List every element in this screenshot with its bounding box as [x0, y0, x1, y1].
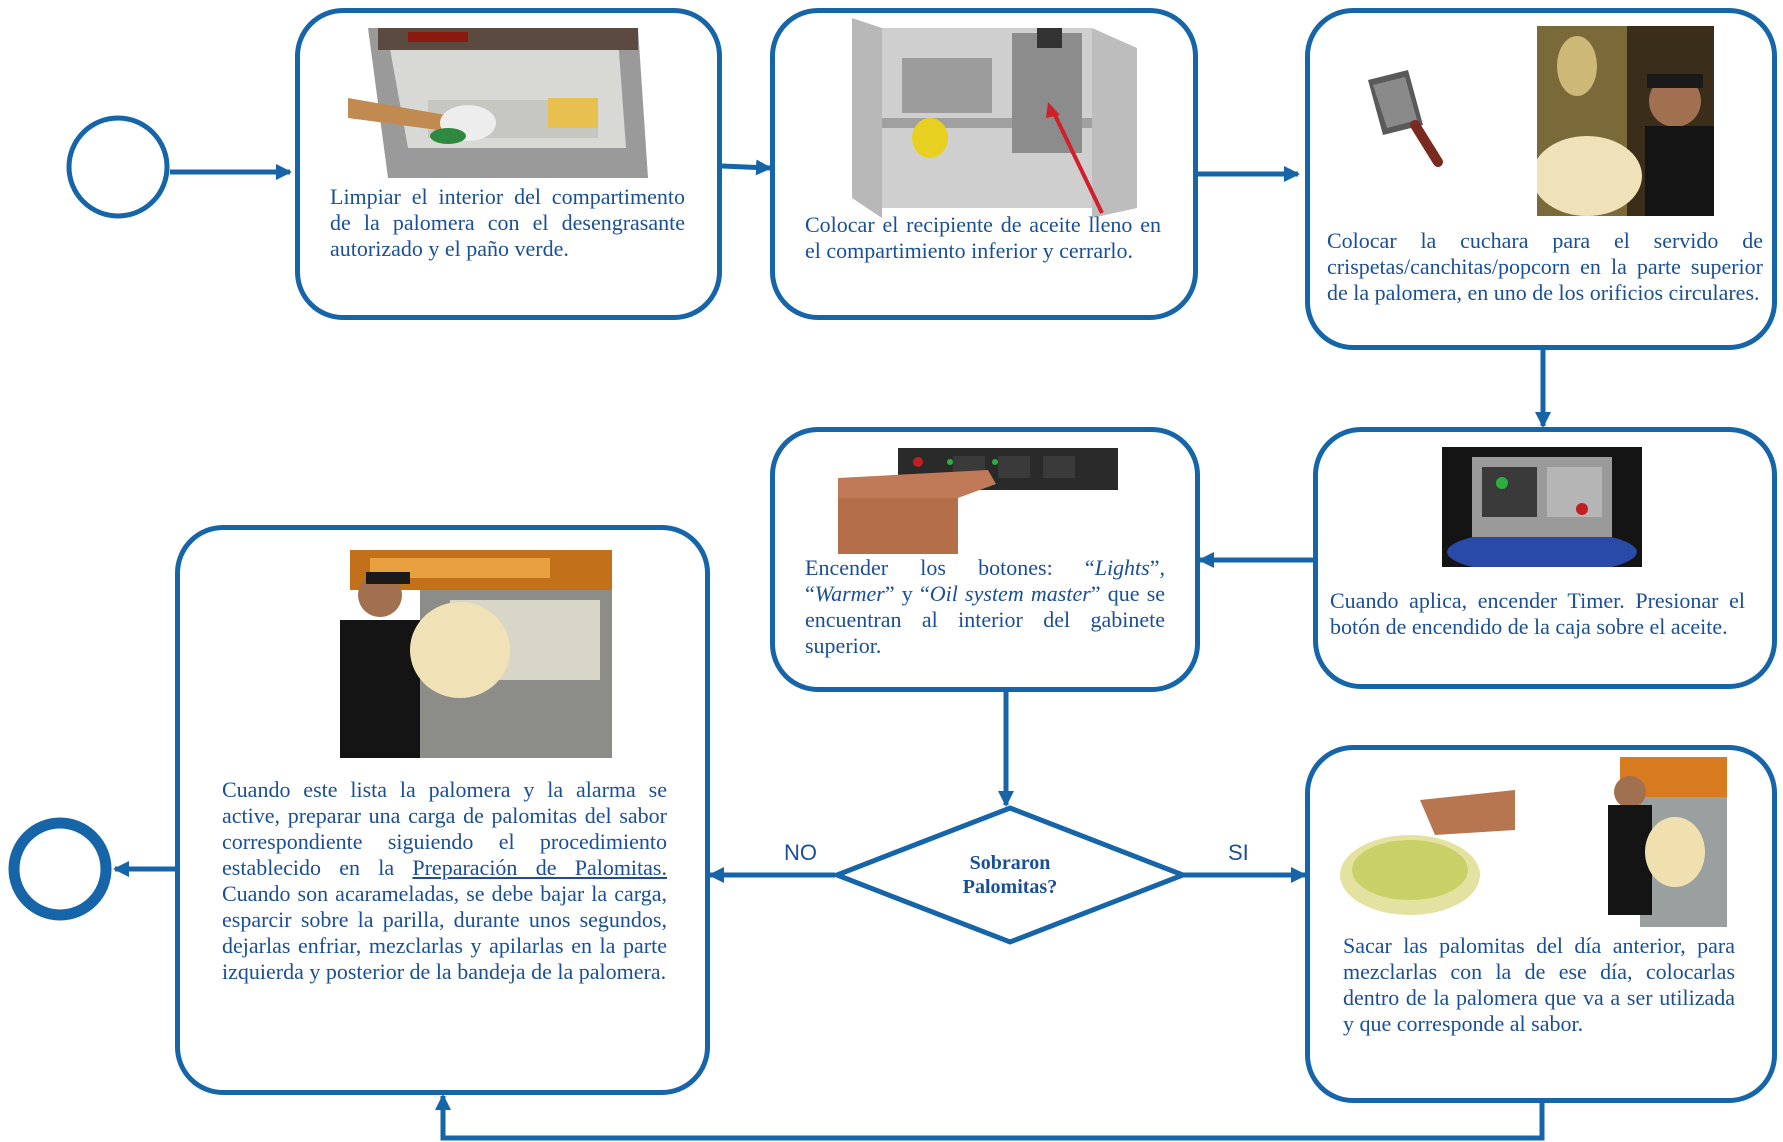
buttons-text-warmer: Warmer — [814, 581, 885, 606]
buttons-text-prefix: Encender los botones: “ — [805, 555, 1095, 580]
decision-no-label: NO — [784, 840, 817, 865]
end-event — [8, 817, 112, 921]
buttons-text-lights: Lights — [1094, 555, 1150, 580]
prepare-link[interactable]: Preparación de Palomitas. — [412, 855, 667, 880]
decision-diamond — [830, 805, 1190, 945]
buttons-text-oil-master: Oil system master — [929, 581, 1091, 606]
step-timer-text: Cuando aplica, encender Timer. Presionar… — [1330, 588, 1745, 639]
step-leftovers-text: Sacar las palomitas del día anterior, pa… — [1343, 933, 1735, 1036]
decision-yes-label: SI — [1228, 840, 1249, 865]
prepare-text-before: Cuando este lista la palomera y la alarm… — [222, 777, 667, 880]
arrow-leftovers-loop — [435, 1094, 1545, 1141]
start-event — [66, 115, 170, 219]
photo-worker-at-popcorn-machine — [310, 550, 612, 758]
step-spoon-text: Colocar la cuchara para el servido de cr… — [1327, 228, 1763, 305]
photo-timer-box — [1442, 447, 1642, 567]
decision-text: Sobraron Palomitas? — [962, 852, 1058, 898]
step-oil-text: Colocar el recipiente de aceite lleno en… — [805, 212, 1161, 263]
step-prepare-box — [175, 525, 710, 1095]
prepare-text-after: Cuando son acarameladas, se debe bajar l… — [222, 881, 667, 984]
arrow-clean-to-oil — [721, 159, 772, 176]
photo-oil-container-cabinet — [842, 18, 1144, 218]
photo-worker-scooping-popcorn — [1537, 26, 1714, 216]
step-prepare-text: Cuando este lista la palomera y la alarm… — [222, 777, 667, 985]
step-buttons-text: Encender los botones: “Lights”, “Warmer”… — [805, 555, 1165, 659]
buttons-text-sep1: ”, “ — [805, 555, 1165, 606]
step-clean-text: Limpiar el interior del compartimento de… — [330, 184, 685, 261]
photo-serving-scoop — [1363, 70, 1448, 170]
photo-cleaning-compartment — [348, 28, 658, 178]
photo-worker-emptying-bag — [1590, 757, 1727, 927]
buttons-text-sep2: ” y “ — [884, 581, 930, 606]
photo-finger-pressing-buttons — [838, 448, 1118, 554]
photo-popcorn-bag — [1340, 790, 1515, 920]
buttons-text-suffix: ” que se encuentran al interior del gabi… — [805, 581, 1166, 658]
